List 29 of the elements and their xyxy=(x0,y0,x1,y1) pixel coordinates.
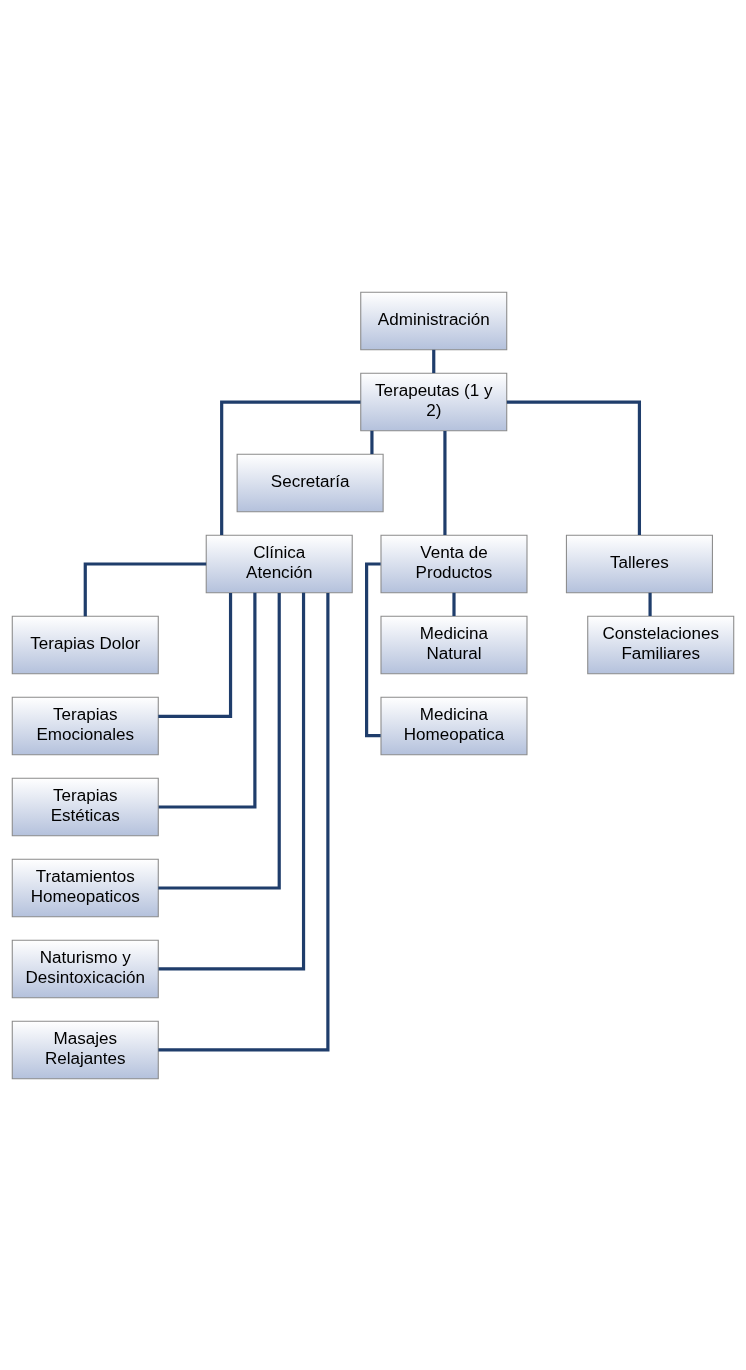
node-box: Administración xyxy=(360,291,508,350)
node-box: Tratamientos Homeopaticos xyxy=(11,858,159,917)
node-box: Talleres xyxy=(565,534,713,593)
node-box: Terapias Estéticas xyxy=(11,777,159,836)
node-box: Naturismo y Desintoxicación xyxy=(11,939,159,998)
node-box: Constelaciones Familiares xyxy=(587,615,735,674)
connector xyxy=(83,561,207,616)
connector xyxy=(158,592,257,809)
connector xyxy=(158,592,281,890)
connector xyxy=(365,561,381,737)
node-box: Masajes Relajantes xyxy=(11,1020,159,1079)
connector xyxy=(443,430,447,535)
node-box: Terapeutas (1 y 2) xyxy=(360,372,508,431)
node-box: Terapias Dolor xyxy=(11,615,159,674)
node-box: Terapias Emocionales xyxy=(11,696,159,755)
connector xyxy=(506,399,641,535)
connector xyxy=(158,592,306,971)
connector xyxy=(158,592,330,1052)
connector xyxy=(220,399,361,535)
node-box: Medicina Natural xyxy=(380,615,528,674)
connector xyxy=(452,592,456,616)
connector xyxy=(158,592,233,718)
node-box: Venta de Productos xyxy=(380,534,528,593)
node-box: Secretaría xyxy=(236,453,384,512)
connector xyxy=(648,592,652,616)
connector xyxy=(432,349,436,373)
connector xyxy=(370,430,374,454)
node-box: Medicina Homeopatica xyxy=(380,696,528,755)
node-box: Clínica Atención xyxy=(205,534,353,593)
